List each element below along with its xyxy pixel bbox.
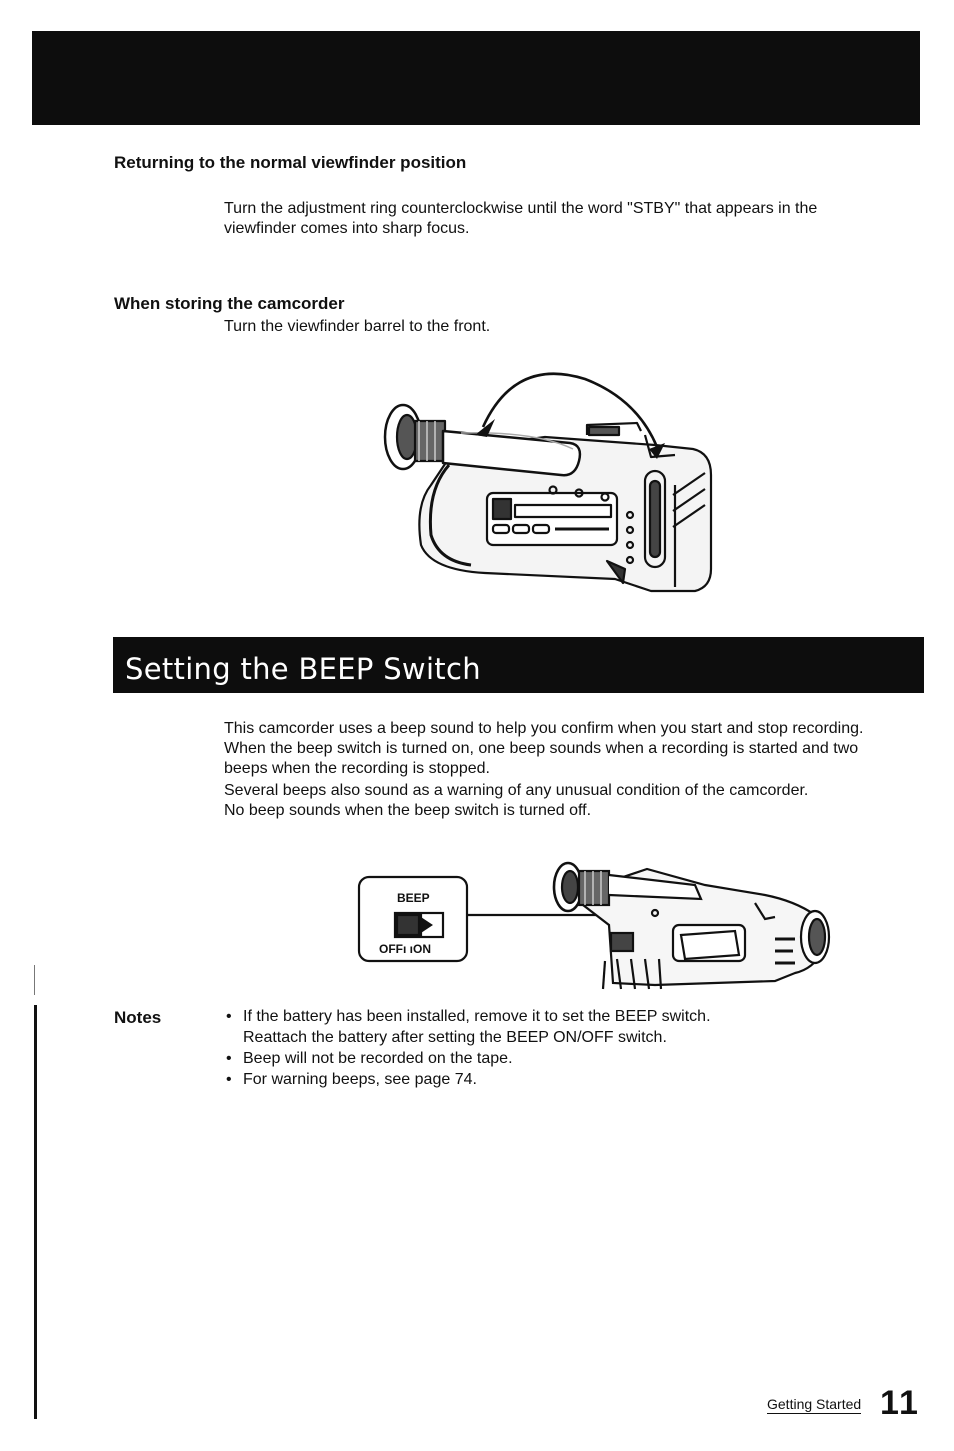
notes-item-1-continuation: Reattach the battery after setting the B…	[243, 1029, 667, 1046]
beep-intro-line-5: No beep sounds when the beep switch is t…	[224, 802, 592, 819]
returning-paragraph: Turn the adjustment ring counterclockwis…	[224, 199, 817, 239]
beep-intro-line-3: beeps when the recording is stopped.	[224, 760, 490, 777]
beep-intro-line-4: Several beeps also sound as a warning of…	[224, 782, 809, 799]
notes-item-2: Beep will not be recorded on the tape.	[224, 1048, 711, 1069]
left-margin-rule	[34, 1005, 37, 1419]
beep-intro-paragraph: This camcorder uses a beep sound to help…	[224, 719, 863, 821]
notes-label: Notes	[114, 1008, 162, 1027]
beep-switch-top-label: BEEP	[397, 891, 430, 905]
notes-item-1-text: If the battery has been installed, remov…	[243, 1008, 711, 1025]
camcorder-viewfinder-illustration	[383, 372, 713, 593]
returning-heading: Returning to the normal viewfinder posit…	[114, 153, 467, 172]
beep-section-title-band: Setting the BEEP Switch	[113, 637, 924, 693]
beep-section-title: Setting the BEEP Switch	[125, 652, 481, 686]
returning-line-1: Turn the adjustment ring counterclockwis…	[224, 200, 818, 217]
top-header-band	[32, 31, 920, 125]
beep-switch-illustration: BEEP OFFı ıON	[357, 861, 831, 990]
beep-switch-bottom-label: OFFı ıON	[379, 942, 431, 956]
storing-heading: When storing the camcorder	[114, 294, 345, 313]
notes-item-3: For warning beeps, see page 74.	[224, 1069, 711, 1090]
storing-line-1: Turn the viewfinder barrel to the front.	[224, 318, 491, 335]
footer-section-label: Getting Started	[767, 1396, 862, 1414]
page-number: 11	[880, 1384, 920, 1422]
beep-intro-line-1: This camcorder uses a beep sound to help…	[224, 720, 864, 737]
returning-line-2: viewfinder comes into sharp focus.	[224, 220, 470, 237]
notes-list: If the battery has been installed, remov…	[224, 1006, 711, 1090]
left-margin-tick	[34, 965, 35, 995]
notes-item-1: If the battery has been installed, remov…	[224, 1006, 711, 1048]
beep-intro-line-2: When the beep switch is turned on, one b…	[224, 740, 859, 757]
